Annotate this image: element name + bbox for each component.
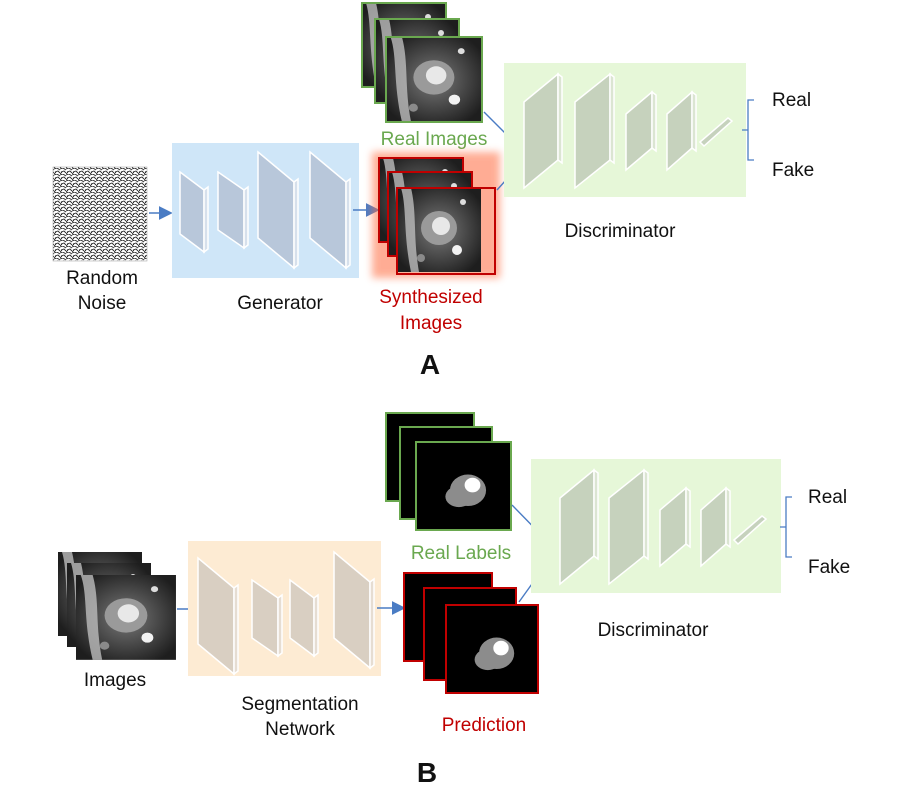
discriminator-b-layers [559, 468, 768, 586]
discriminator-a-layers [523, 72, 734, 190]
output-bracket-a [742, 99, 754, 161]
random-noise-label-line1: Random [66, 268, 138, 289]
discriminator-a-label: Discriminator [565, 221, 677, 242]
images-label: Images [84, 670, 146, 691]
output-bracket-b [780, 496, 792, 558]
generator-layers [179, 150, 351, 270]
real-images-label: Real Images [381, 129, 488, 150]
generator-label: Generator [237, 293, 323, 314]
segmentation-network-label-line1: Segmentation [241, 694, 358, 715]
real-output-label-b: Real [808, 487, 847, 508]
synthesized-label-line2: Images [400, 313, 462, 334]
prediction-label: Prediction [442, 715, 527, 736]
prediction-stack [403, 572, 539, 694]
input-images-stack [58, 552, 176, 660]
real-labels-stack [385, 412, 512, 531]
real-images-stack [361, 2, 483, 123]
random-noise-label-line2: Noise [78, 293, 127, 314]
fake-output-label-b: Fake [808, 557, 850, 578]
segmentation-network-label-line2: Network [265, 719, 335, 740]
random-noise-image [52, 166, 148, 262]
real-output-label-a: Real [772, 90, 811, 111]
panel-a-letter: A [420, 349, 440, 380]
discriminator-b-label: Discriminator [598, 620, 710, 641]
synthesized-label-line1: Synthesized [379, 287, 483, 308]
panel-b-letter: B [417, 757, 437, 788]
segmentation-layers [197, 550, 375, 676]
fake-output-label-a: Fake [772, 160, 814, 181]
real-labels-label: Real Labels [411, 543, 511, 564]
synthesized-images-stack [372, 152, 500, 278]
